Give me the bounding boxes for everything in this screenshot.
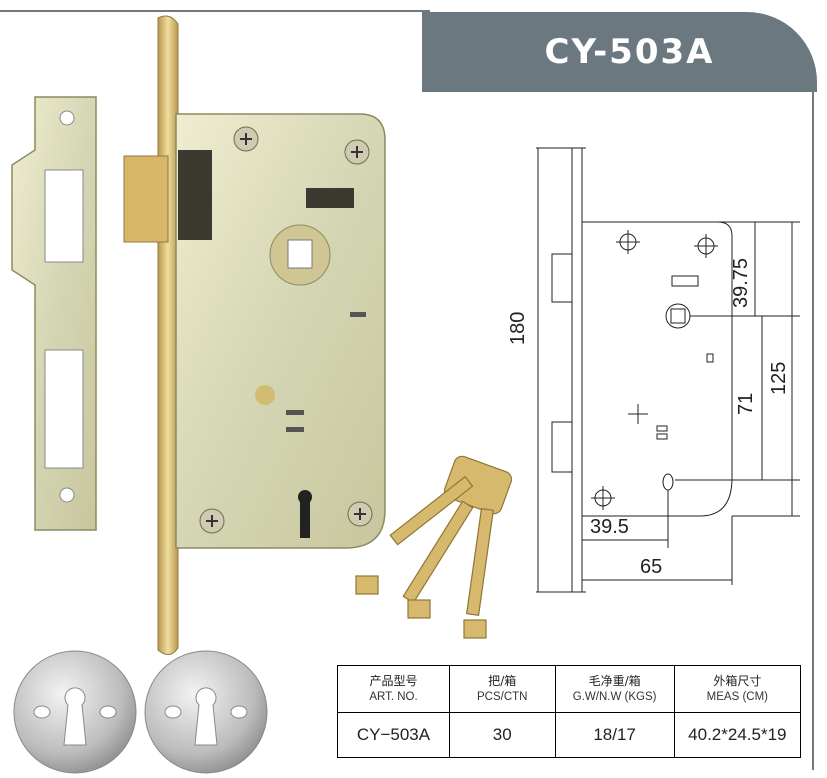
table-row: CY−503A 30 18/17 40.2*24.5*19 [337, 712, 802, 758]
dim-71-label: 71 [735, 392, 757, 415]
dim-125-label: 125 [768, 361, 790, 395]
frame-rule [812, 80, 814, 770]
escutcheon-right [144, 650, 268, 774]
escutcheon-left [13, 650, 137, 774]
header-art-no: 产品型号 ART. NO. [337, 665, 450, 713]
cell-pcs-ctn: 30 [448, 712, 556, 758]
cell-weight: 18/17 [554, 712, 675, 758]
dim-65-label: 65 [640, 556, 663, 578]
header-pcs-ctn: 把/箱 PCS/CTN [448, 665, 556, 713]
lock-faceplate [157, 15, 179, 655]
latch-bolt [123, 155, 169, 243]
dim-39-5-label: 39.5 [590, 516, 629, 538]
cell-meas: 40.2*24.5*19 [673, 712, 802, 758]
cell-art-no: CY−503A [337, 712, 450, 758]
header-weight: 毛净重/箱 G.W/N.W (KGS) [554, 665, 675, 713]
model-title: CY-503A [544, 32, 715, 72]
strike-plate [11, 96, 97, 531]
lock-body [175, 113, 386, 549]
dim-39-75-label: 39.75 [730, 257, 752, 308]
dimension-drawing [536, 147, 800, 593]
spec-table: 产品型号 ART. NO. 把/箱 PCS/CTN 毛净重/箱 G.W/N.W … [337, 665, 802, 758]
header-meas: 外箱尺寸 MEAS (CM) [673, 665, 802, 713]
keys [355, 455, 513, 639]
product-photo [11, 15, 513, 774]
model-banner: CY-503A [422, 12, 817, 92]
header-rule [0, 10, 430, 12]
dim-180-label: 180 [507, 311, 529, 345]
table-header-row: 产品型号 ART. NO. 把/箱 PCS/CTN 毛净重/箱 G.W/N.W … [337, 665, 802, 713]
